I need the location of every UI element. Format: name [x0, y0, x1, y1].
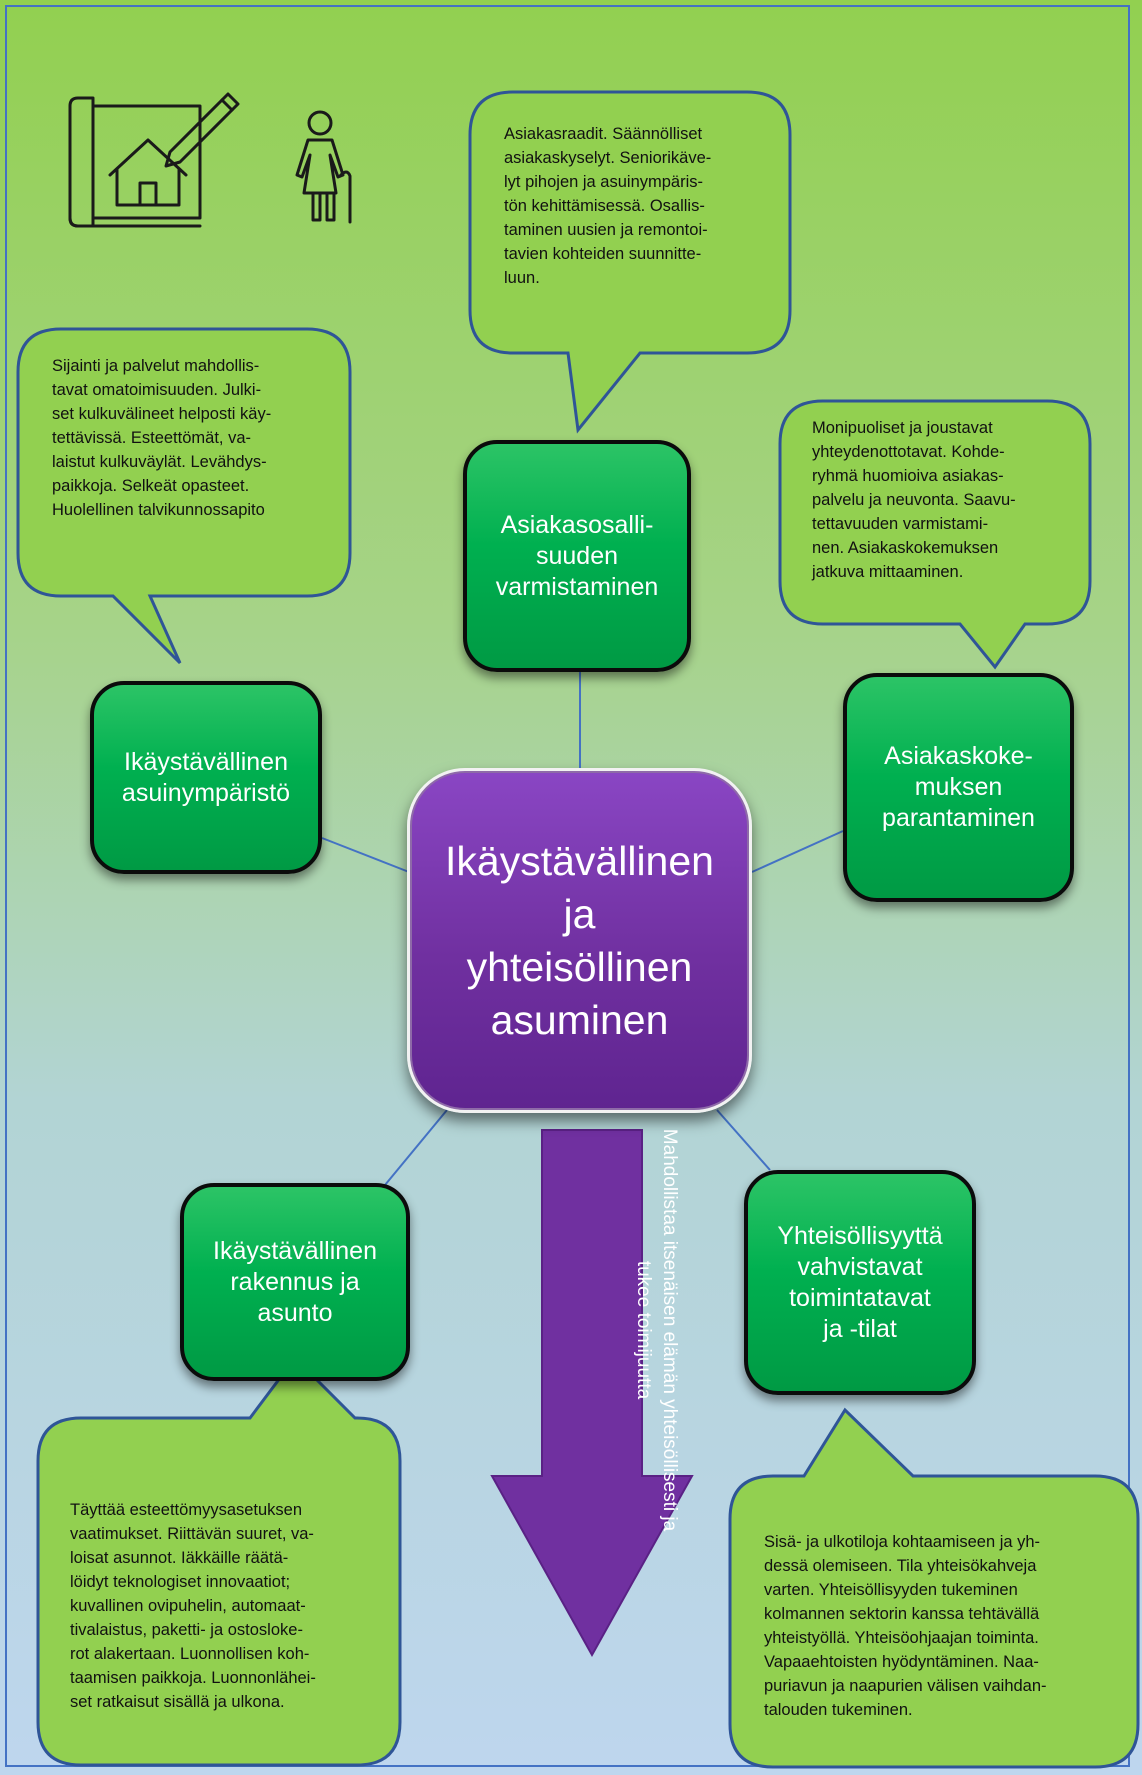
node-asuinymparisto-line: Ikäystävällinen	[124, 747, 288, 776]
node-rakennus-line: Ikäystävällinen	[213, 1236, 377, 1265]
bubble-rakennus-text: Täyttää esteettömyysasetuksen vaatimukse…	[70, 1501, 316, 1711]
bubble-shape-asuinymparisto	[16, 327, 352, 665]
node-yhteisollisyys: Yhteisöllisyyttä vahvistavat toimintatav…	[744, 1170, 976, 1395]
node-asiakaskokemus-line: Asiakaskoke-	[884, 742, 1033, 770]
center-node: Ikäystävällinen ja yhteisöllinen asumine…	[407, 768, 752, 1113]
connector-right	[751, 830, 844, 873]
node-asiakasosallisuus-line: Asiakasosalli-	[500, 510, 654, 539]
center-line: ja	[563, 890, 596, 937]
center-line: yhteisöllinen	[466, 943, 693, 990]
bubble-yhteisollisyys-text: Sisä- ja ulkotiloja kohtaamiseen ja yh- …	[764, 1533, 1047, 1719]
diagram-frame	[5, 5, 1130, 1767]
node-asiakaskokemus-line: parantaminen	[882, 804, 1035, 832]
node-asiakasosallisuus-line: suuden	[535, 541, 619, 570]
node-asuinymparisto-line: asuinympäristö	[121, 778, 291, 807]
connector-bottom-right	[716, 1109, 771, 1171]
bubble-asiakasosallisuus-text: Asiakasraadit. Säännölliset asiakaskysel…	[504, 125, 712, 287]
connector-left	[321, 837, 410, 873]
center-line: asuminen	[490, 996, 669, 1043]
node-asiakasosallisuus-line: varmistaminen	[495, 572, 659, 601]
bubble-shape-asiakasosallisuus	[468, 90, 792, 434]
node-yhteisollisyys-line: vahvistavat	[797, 1252, 923, 1281]
node-yhteisollisyys-line: toimintatavat	[789, 1283, 931, 1312]
connector-bottom-left	[384, 1109, 448, 1186]
bubble-asiakaskokemus-text: Monipuoliset ja joustavat yhteydenottota…	[812, 419, 1016, 581]
arrow-label-line: Mahdollistaa itsenäisen elämän yhteisöll…	[659, 1128, 680, 1532]
arrow-label: Mahdollistaa itsenäisen elämän yhteisöll…	[592, 1055, 682, 1605]
node-asiakaskokemus: Asiakaskoke- muksen parantaminen	[843, 673, 1074, 902]
speech-bubbles	[16, 90, 1140, 1769]
bubble-asuinymparisto-text: Sijainti ja palvelut mahdollis- tavat om…	[52, 357, 272, 519]
node-yhteisollisyys-line: ja -tilat	[823, 1314, 897, 1343]
center-line: Ikäystävällinen	[445, 837, 714, 884]
node-rakennus: Ikäystävällinen rakennus ja asunto	[180, 1183, 410, 1381]
arrow-label-line: tukee toimijuutta	[633, 1260, 654, 1400]
bubble-shape-asiakaskokemus	[778, 399, 1092, 670]
bubble-shape-yhteisollisyys	[728, 1407, 1140, 1769]
node-asiakaskokemus-line: muksen	[914, 773, 1003, 801]
node-asiakasosallisuus: Asiakasosalli- suuden varmistaminen	[463, 440, 691, 672]
bubble-shape-rakennus	[36, 1355, 402, 1767]
down-arrow	[490, 1129, 694, 1658]
node-yhteisollisyys-line: Yhteisöllisyyttä	[777, 1221, 943, 1250]
connectors	[321, 670, 844, 1186]
node-rakennus-line: rakennus ja	[230, 1267, 360, 1296]
node-rakennus-line: asunto	[257, 1298, 333, 1327]
node-asuinymparisto: Ikäystävällinen asuinympäristö	[90, 681, 322, 874]
